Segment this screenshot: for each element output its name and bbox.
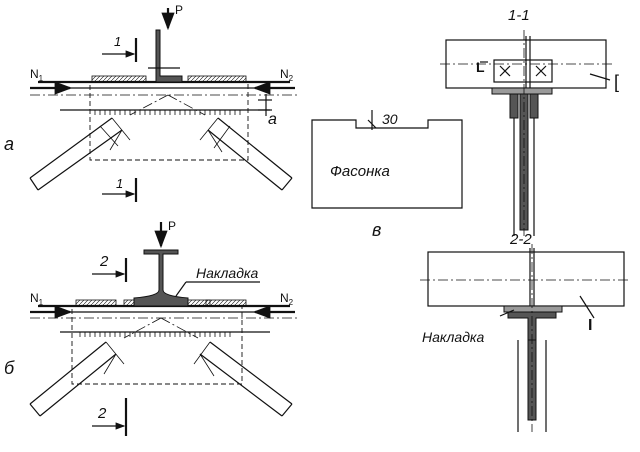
n1-label-bottom: N1 (30, 291, 44, 307)
angle-mark: L (476, 59, 485, 75)
section-1-1 (440, 30, 612, 236)
variant-v-label: в (372, 220, 381, 240)
section-mark-1-top: 1 (114, 34, 121, 49)
dim-30-label: 30 (382, 111, 398, 127)
detail-v (311, 110, 463, 209)
section-mark-2-bottom: 2 (97, 405, 107, 422)
fasonka-label: Фасонка (330, 163, 390, 180)
n2-label-top: N2 (280, 67, 294, 83)
channel-mark: [ (614, 72, 619, 92)
n1-label-top: N1 (30, 67, 44, 83)
nakladka-label-22: Накладка (422, 329, 485, 345)
section-mark-2-top: 2 (99, 253, 109, 270)
nakladka-label-b: Накладка (196, 265, 259, 281)
variant-a-label: а (4, 134, 14, 154)
section-2-2 (420, 244, 630, 432)
p-label-top: P (175, 3, 183, 17)
section-mark-1-bottom: 1 (116, 176, 123, 191)
detail-b (29, 222, 298, 436)
variant-b-label: б (4, 358, 15, 378)
detail-a (29, 8, 298, 202)
section-11-title: 1-1 (508, 7, 530, 24)
p-label-bottom: P (168, 219, 176, 233)
n2-label-bottom: N2 (280, 291, 294, 307)
ibeam-mark: I (588, 317, 592, 334)
dim-a-label: a (268, 111, 277, 128)
section-22-title: 2-2 (509, 231, 532, 248)
